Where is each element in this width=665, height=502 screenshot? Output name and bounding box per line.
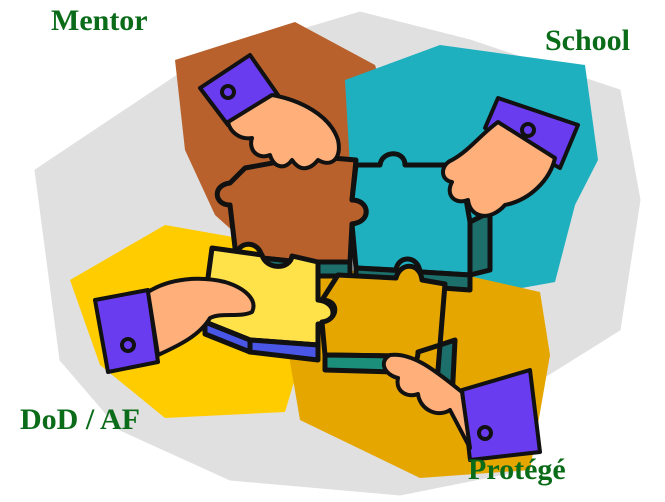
hand-icon xyxy=(381,352,542,462)
hand-icon xyxy=(93,276,256,374)
hand-icon xyxy=(441,96,580,218)
mentor-label: Mentor xyxy=(51,4,148,37)
puzzle-piece-icon xyxy=(189,245,336,363)
hand-icon xyxy=(198,53,341,171)
school-label: School xyxy=(545,24,631,57)
dod-af-label: DoD / AF xyxy=(20,403,140,436)
protege-label: Protégé xyxy=(468,453,566,486)
